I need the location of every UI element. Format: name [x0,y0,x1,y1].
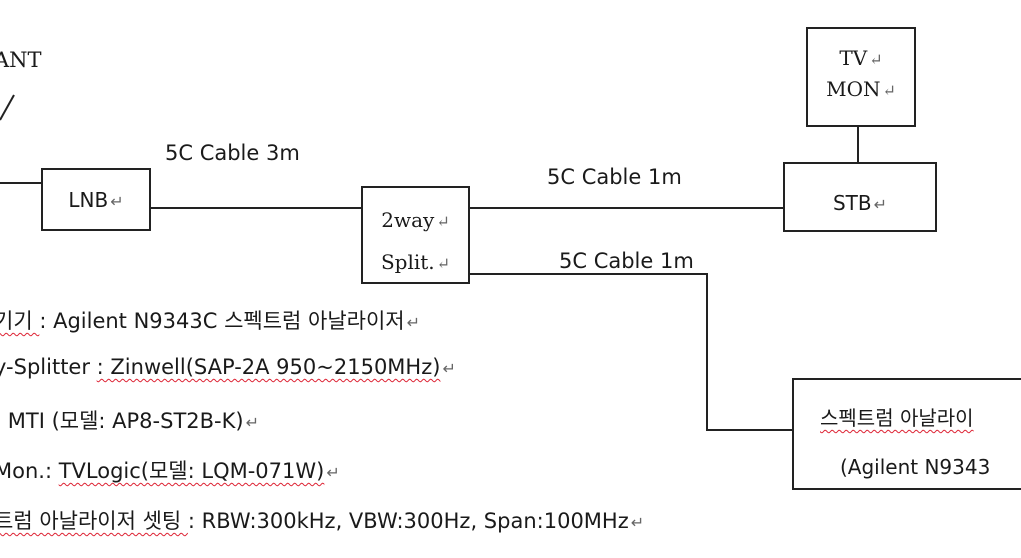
splitter-line2-return-mark: ↵ [436,254,451,273]
spec-1-return-mark: ↵ [406,313,421,332]
tv-line2: MON [826,77,881,101]
cable-label-lnb-splitter: 5C Cable 3m [165,141,300,165]
spec-line-3: : MTI (모델: AP8-ST2B-K)↵ [0,405,259,435]
lnb-label: LNB [68,188,109,212]
tv-line2-return-mark: ↵ [882,81,896,100]
spec-1-prefix: 기기 [0,309,33,333]
stb-box-label: STB↵ [785,190,935,218]
splitter-box: 2way↵ Split.↵ [361,186,470,284]
spec-line-2: y-Splitter : Zinwell(SAP-2A 950~2150MHz)… [0,355,456,379]
spec-3-text: : MTI (모델: AP8-ST2B-K) [0,409,244,433]
stb-label: STB [832,191,872,215]
tv-line1-row: TV↵ [808,45,914,73]
spec-2-prefix: y-Splitter [0,355,97,379]
splitter-line1: 2way [381,208,435,232]
tv-monitor-box: TV↵ MON↵ [806,27,916,127]
tv-line2-row: MON↵ [808,76,914,104]
spec-1-text: : Agilent N9343C 스펙트럼 아날라이저 [39,309,405,333]
tv-line1: TV [839,46,868,70]
splitter-line2-row: Split.↵ [363,249,468,277]
spectrum-analyzer-box: 스펙트럼 아날라이 (Agilent N9343 [792,378,1021,490]
ant-label: ANT [0,48,42,72]
analyzer-line1: 스펙트럼 아날라이 [820,406,974,430]
spec-4-prefix: Mon.: [0,459,59,483]
splitter-line1-return-mark: ↵ [436,212,450,231]
lnb-return-mark: ↵ [110,192,124,211]
splitter-line1-row: 2way↵ [363,207,468,235]
spec-5-return-mark: ↵ [630,513,645,532]
spec-line-5: 트럼 아날라이저 셋팅 : RBW:300kHz, VBW:300Hz, Spa… [0,505,644,535]
spec-5-prefix: 트럼 아날라이저 셋팅 [0,509,188,533]
spec-line-4: Mon.: TVLogic(모델: LQM-071W)↵ [0,455,340,485]
antenna-stub [0,94,15,121]
stb-return-mark: ↵ [873,195,888,214]
spec-2-text: : Zinwell(SAP-2A 950~2150MHz) [96,355,441,379]
analyzer-line2: (Agilent N9343 [840,455,991,479]
tv-line1-return-mark: ↵ [869,50,883,69]
spec-3-return-mark: ↵ [245,413,259,432]
spec-2-return-mark: ↵ [442,359,456,378]
spec-4-return-mark: ↵ [326,463,340,482]
splitter-to-analyzer-line [469,273,793,431]
splitter-line2: Split. [380,250,435,274]
cable-label-splitter-stb: 5C Cable 1m [547,165,682,189]
spec-line-1: 기기 : Agilent N9343C 스펙트럼 아날라이저↵ [0,305,420,335]
analyzer-line1-row: 스펙트럼 아날라이 [820,405,1021,431]
spec-4-text: TVLogic(모델: LQM-071W) [58,459,325,483]
cable-label-splitter-analyzer: 5C Cable 1m [559,249,694,273]
lnb-box-label: LNB↵ [43,187,149,215]
spec-5-text: : RBW:300kHz, VBW:300Hz, Span:100MHz [187,509,629,533]
lnb-box: LNB↵ [41,168,151,231]
analyzer-line2-row: (Agilent N9343 [840,454,1021,480]
stb-box: STB↵ [783,162,937,232]
